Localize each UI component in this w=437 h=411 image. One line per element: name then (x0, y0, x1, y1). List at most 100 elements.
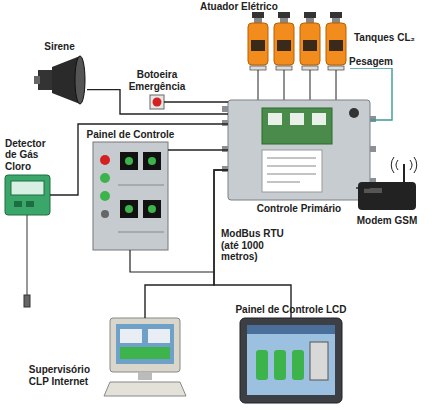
node-heading: Botoeira Emergência (129, 69, 186, 92)
lcd-panel-part (256, 350, 268, 380)
emergency-button: Botoeira Emergência (150, 95, 164, 109)
siren-icon-part (75, 56, 85, 104)
control-panel-part (118, 185, 164, 186)
edge-label: Pesagem (348, 56, 394, 68)
node-heading: Detector de Gás Cloro (5, 138, 46, 173)
emergency-button (150, 95, 164, 109)
computer-part (116, 324, 174, 364)
tank-icon-part (276, 66, 292, 70)
node-heading: Painel de Controle (87, 129, 175, 141)
lcd-panel-part (247, 325, 335, 334)
control-panel-part (125, 157, 133, 165)
gas-detector-part (11, 181, 44, 195)
gas-detector-part (26, 201, 34, 207)
siren-icon-part (34, 76, 40, 84)
gsm-modem-part (403, 164, 405, 182)
computer-part (120, 347, 170, 359)
siren-icon-part (38, 70, 52, 90)
primary-controller: Controle Primário (228, 100, 370, 200)
primary-controller-part (290, 113, 304, 125)
control-panel-part (120, 200, 138, 218)
primary-controller-part (228, 100, 370, 200)
control-panel-part (100, 191, 110, 201)
siren-icon (34, 56, 85, 104)
primary-controller-part (268, 113, 282, 125)
cable-connector (350, 68, 392, 120)
node-heading: Sirene (44, 41, 75, 53)
cable-connector (168, 149, 228, 150)
computer-part (104, 382, 186, 396)
tank-icon-part (329, 40, 343, 51)
tank-icon-part (303, 40, 317, 51)
primary-controller-part (222, 120, 228, 126)
tank-icon-part (277, 40, 291, 51)
tank-icon-part (278, 12, 290, 18)
computer-part (138, 372, 152, 380)
tank-icon-part (328, 66, 344, 70)
tank-icon-part (302, 66, 318, 70)
gsm-modem-part (358, 182, 416, 210)
node-heading: Tanques CL₂ (354, 32, 415, 44)
gsm-modem (358, 157, 417, 210)
control-panel (93, 142, 168, 250)
callout-label: Atuador Elétrico (200, 1, 278, 13)
primary-controller-part (222, 166, 228, 172)
node-heading: Painel de Controle LCD (235, 304, 346, 316)
node-heading: Controle Primário (257, 203, 341, 215)
primary-controller-part (267, 166, 316, 167)
lcd-panel (240, 318, 342, 403)
gsm-modem-part (396, 160, 412, 170)
cable-connector (164, 101, 228, 102)
lcd-panel-part (292, 350, 304, 380)
probe-cable-part (27, 215, 28, 295)
panel-bus-wire-part (130, 250, 214, 272)
primary-controller-part (370, 116, 376, 122)
node-heading: Supervisório CLP Internet (29, 364, 90, 387)
gsm-modem: Modem GSM (356, 160, 418, 212)
tank-icon-part (306, 18, 314, 23)
lcd-panel-part (310, 342, 328, 380)
emergency-button-part (153, 98, 162, 107)
tank-icon-part (332, 18, 340, 23)
gas-detector-part (14, 201, 22, 207)
siren: Sirene (32, 56, 87, 104)
gsm-modem-part (391, 157, 417, 173)
gsm-modem-part (364, 188, 382, 193)
primary-controller-part (267, 174, 316, 175)
tank-icon-part (274, 23, 294, 65)
primary-controller-part (349, 108, 359, 118)
lcd-panel-part (274, 350, 286, 380)
tank-icon-part (304, 12, 316, 18)
tank-icon-part (330, 12, 342, 18)
supervisory-computer: Supervisório CLP Internet (100, 318, 190, 398)
tank-icon-part (326, 23, 346, 65)
computer-part (148, 329, 170, 343)
computer (104, 318, 186, 396)
tank-icon-part (250, 66, 266, 70)
control-panel-part (101, 210, 109, 218)
control-panel-part (148, 205, 156, 213)
primary-controller-part (222, 146, 228, 152)
primary-controller-part (262, 150, 322, 192)
lcd-panel-part (247, 325, 335, 395)
gas-detector: Detector de Gás Cloro (5, 175, 50, 215)
primary-controller-part (312, 113, 326, 125)
lcd-panel: Painel de Controle LCD (240, 318, 342, 403)
primary-controller (222, 100, 376, 200)
tank-icon-part (254, 18, 262, 23)
edge-label: ModBus RTU (até 1000 metros) (220, 228, 294, 263)
control-panel-part (143, 152, 161, 170)
control-panel-part (93, 142, 168, 250)
lcd-panel-part (240, 318, 342, 403)
control-panel-part (120, 152, 138, 170)
control-panel-part (118, 232, 164, 233)
node-heading: Modem GSM (357, 215, 418, 227)
primary-controller-part (267, 158, 316, 159)
tank-icon-part (251, 40, 265, 51)
probe-cable-part (24, 295, 30, 307)
tank-icon-part (300, 23, 320, 65)
tank-icon-part (252, 12, 264, 18)
cable-connector (50, 124, 228, 195)
cable-connector (145, 170, 228, 318)
